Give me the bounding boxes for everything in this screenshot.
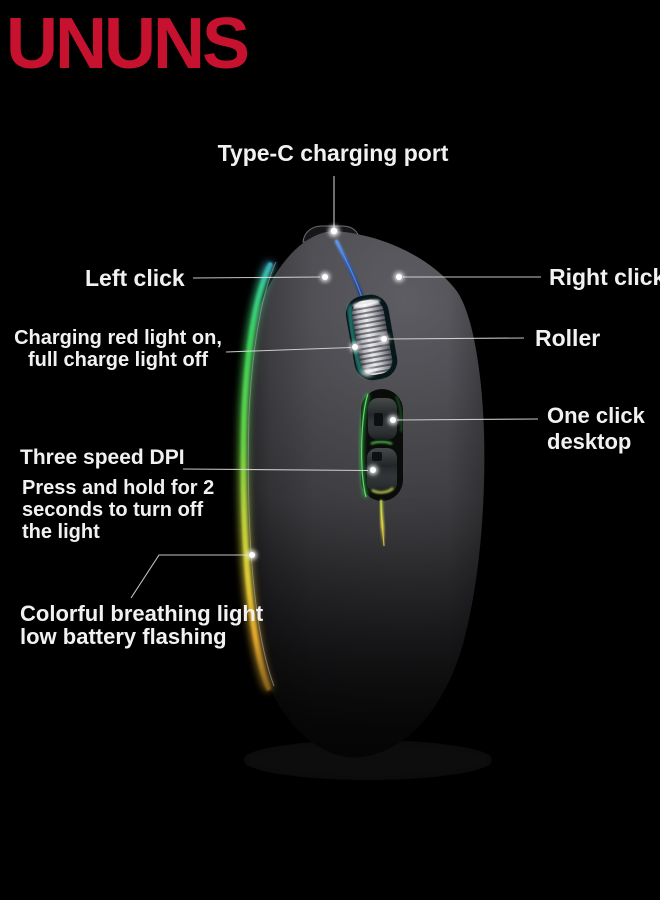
leader-breathing-light — [130, 554, 248, 599]
callout-type-c-charging-port: Type-C charging port — [217, 140, 449, 166]
callout-charging-light-line2: full charge light off — [27, 349, 208, 371]
callout-light-off-line3: the light — [22, 521, 100, 543]
callout-breathing-light-line2: low battery flashing — [20, 624, 227, 649]
callout-light-off-hold: Press and hold for 2 seconds to turn off… — [22, 477, 214, 543]
floor-shadow — [243, 740, 493, 780]
callout-three-speed-dpi: Three speed DPI — [20, 446, 185, 469]
leader-charging-light — [225, 346, 352, 353]
callout-breathing-light: Colorful breathing light low battery fla… — [20, 602, 263, 648]
side-buttons — [360, 389, 403, 501]
scroll-wheel — [345, 294, 398, 381]
callout-light-off-line1: Press and hold for 2 — [22, 477, 215, 499]
callout-one-click-line1: One click — [547, 403, 645, 428]
edge-rim-highlight — [247, 261, 277, 687]
leader-lines — [130, 176, 541, 599]
leader-dots — [247, 225, 404, 560]
callout-one-click-desktop: One click desktop — [547, 403, 645, 455]
brand-logo: UNUNS — [6, 4, 250, 84]
callout-left-click: Left click — [85, 265, 185, 291]
callout-breathing-light-line1: Colorful breathing light — [20, 601, 264, 626]
leader-dpi — [182, 468, 369, 472]
mouse-body — [241, 231, 485, 758]
dpi-button — [367, 448, 397, 493]
callout-roller: Roller — [535, 325, 601, 351]
leader-roller — [387, 337, 525, 340]
callout-right-click: Right click — [549, 264, 660, 290]
light-trail — [379, 499, 386, 547]
leader-left-click — [192, 276, 321, 279]
rgb-edge-light — [238, 260, 277, 692]
callout-one-click-line2: desktop — [547, 429, 632, 454]
callout-light-off-line2: seconds to turn off — [22, 499, 204, 521]
leader-one-click — [396, 418, 539, 421]
callout-charging-light: Charging red light on, full charge light… — [14, 327, 222, 371]
one-click-desktop-button — [368, 398, 397, 440]
callout-charging-light-line1: Charging red light on, — [14, 327, 222, 349]
